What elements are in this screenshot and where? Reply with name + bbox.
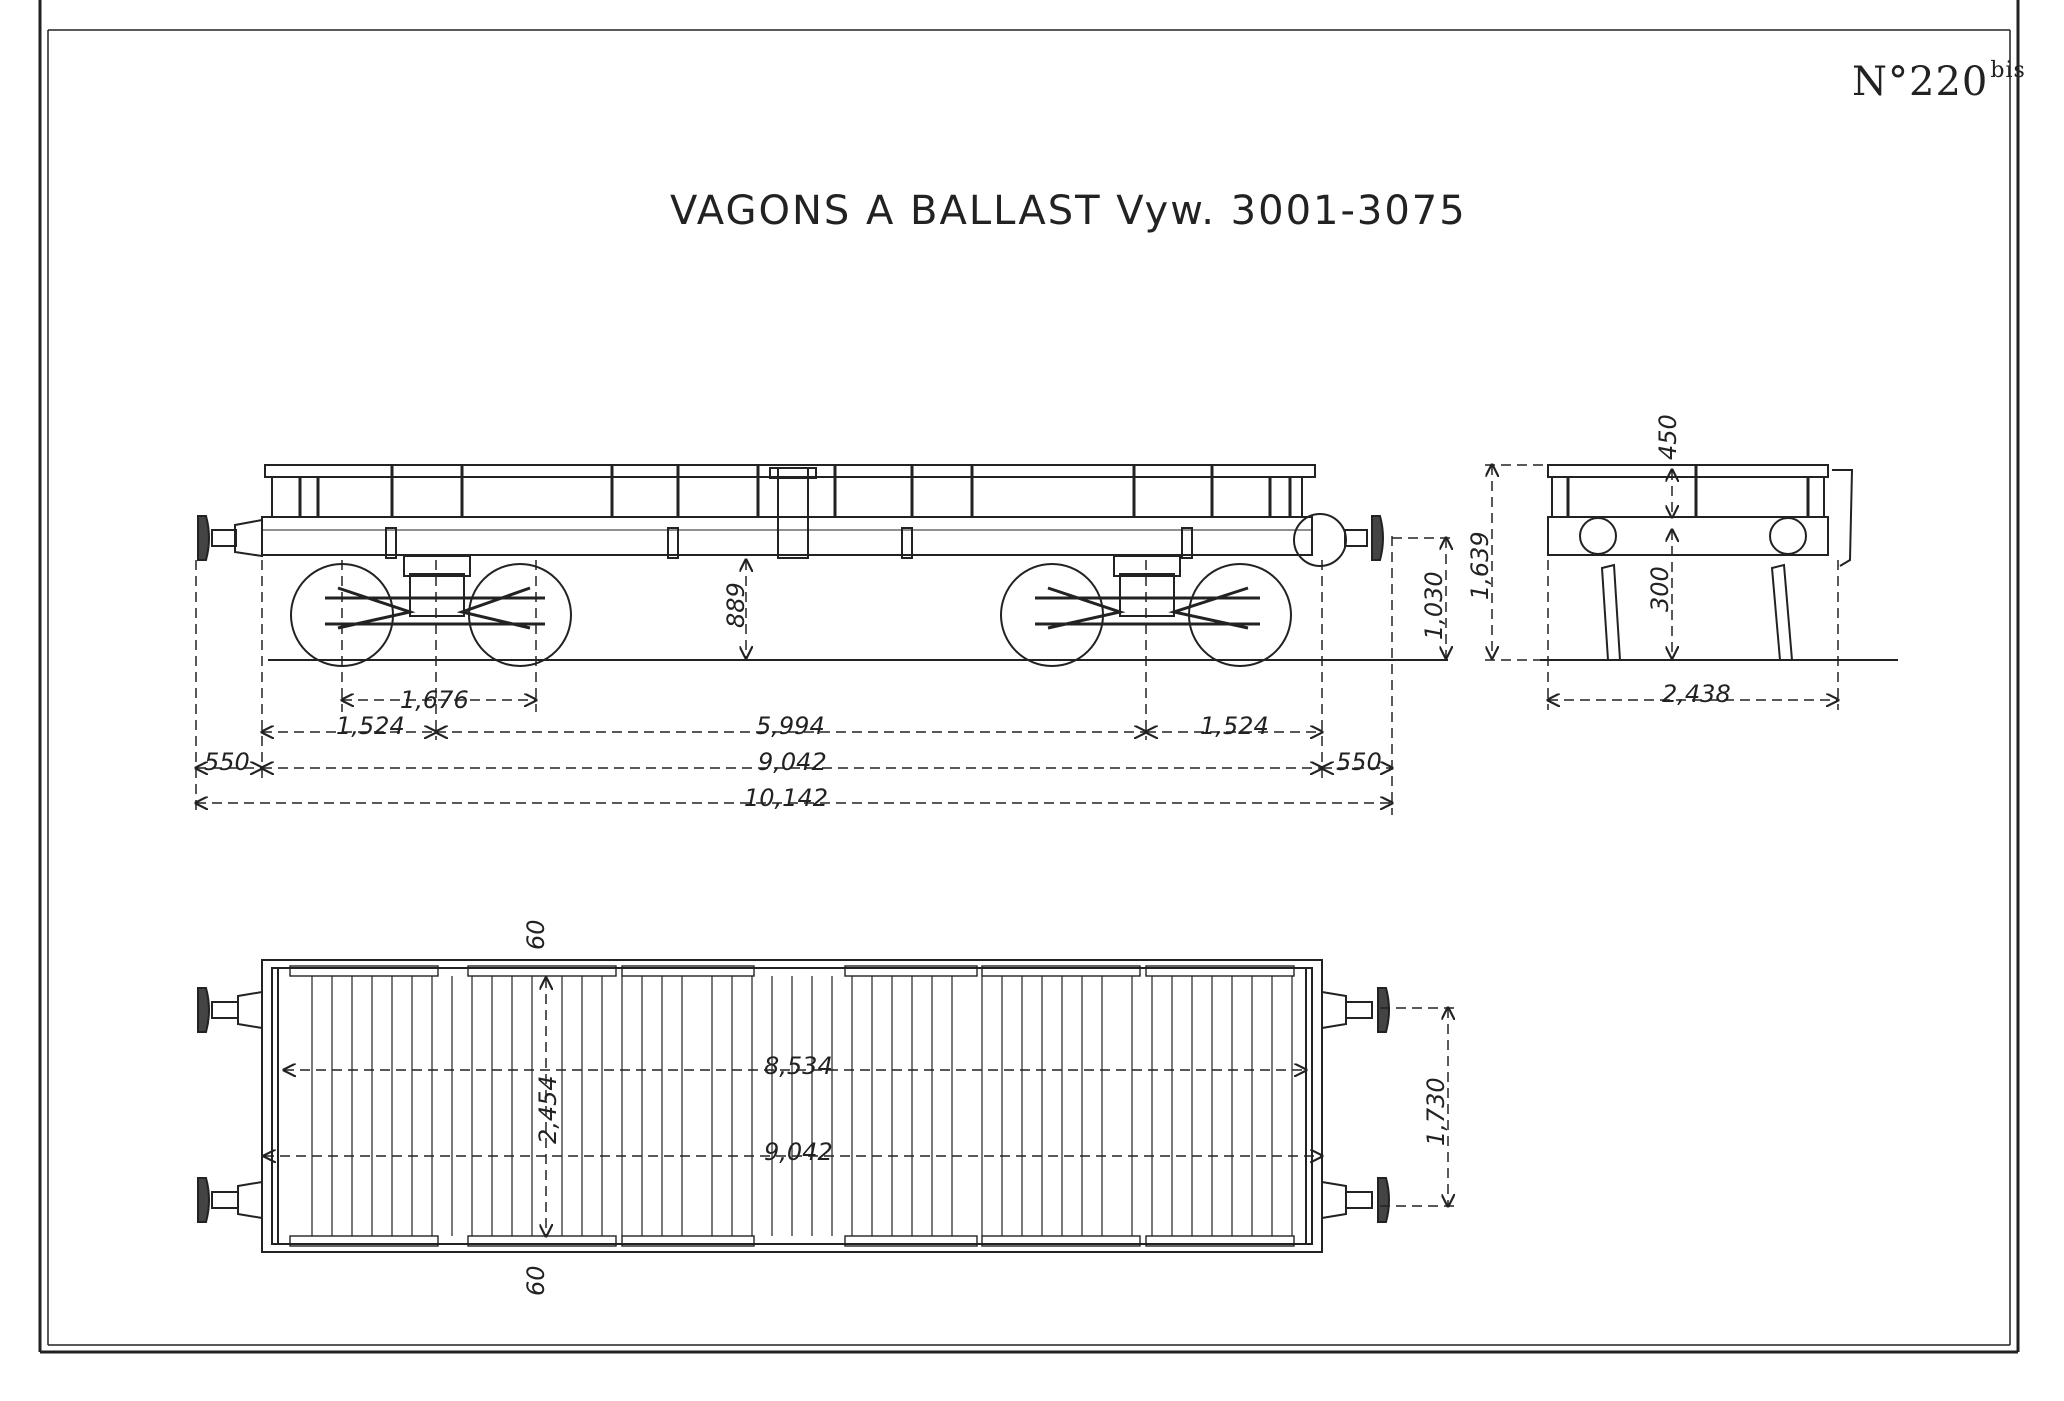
dim-side-height: 450 [1654,414,1682,460]
dim-end-width: 2,438 [1662,680,1731,708]
dim-buffer-spacing: 1,730 [1422,1077,1450,1146]
plan-view [197,959,1390,1253]
dim-end-right: 550 [1336,748,1382,776]
plate-number: N°220bis [1852,58,2026,105]
dim-height-center: 889 [722,582,750,628]
drawing-title: VAGONS A BALLAST Vyw. 3001-3075 [670,188,1467,234]
dim-buffer-height: 1,030 [1420,571,1448,640]
side-elevation-view [197,464,1448,667]
dim-overall-length: 10,142 [744,784,828,812]
dim-frame-length: 9,042 [764,1138,833,1166]
dim-overhang-right: 1,524 [1200,712,1269,740]
side-view-dimension-labels: 1,676 1,524 5,994 1,524 550 9,042 550 10… [204,571,1448,812]
side-view-dimensions [196,536,1450,815]
end-elevation-view [1540,464,1898,661]
dim-edge-bottom: 60 [522,1265,550,1296]
dim-wheelbase: 1,676 [400,686,469,714]
dim-end-left: 550 [204,748,250,776]
dim-bottom-clearance: 300 [1646,566,1674,612]
sheet-border [38,0,2020,1354]
plan-view-dimensions [264,978,1456,1236]
dim-edge-top: 60 [522,919,550,950]
dim-total-height: 1,639 [1466,531,1494,600]
dim-overhang-left: 1,524 [336,712,405,740]
dim-body-length: 9,042 [758,748,827,776]
plan-view-dimension-labels: 60 60 2,454 8,534 9,042 1,730 [522,919,1450,1296]
plate-number-suffix: bis [1990,58,2026,83]
plate-number-value: N°220 [1852,59,1989,105]
dim-bogie-centers: 5,994 [756,712,825,740]
end-view-dimensions [1485,465,1838,710]
dim-inner-width: 2,454 [534,1075,562,1144]
dim-inner-length: 8,534 [764,1052,833,1080]
end-view-dimension-labels: 450 300 1,639 2,438 [1466,414,1731,708]
